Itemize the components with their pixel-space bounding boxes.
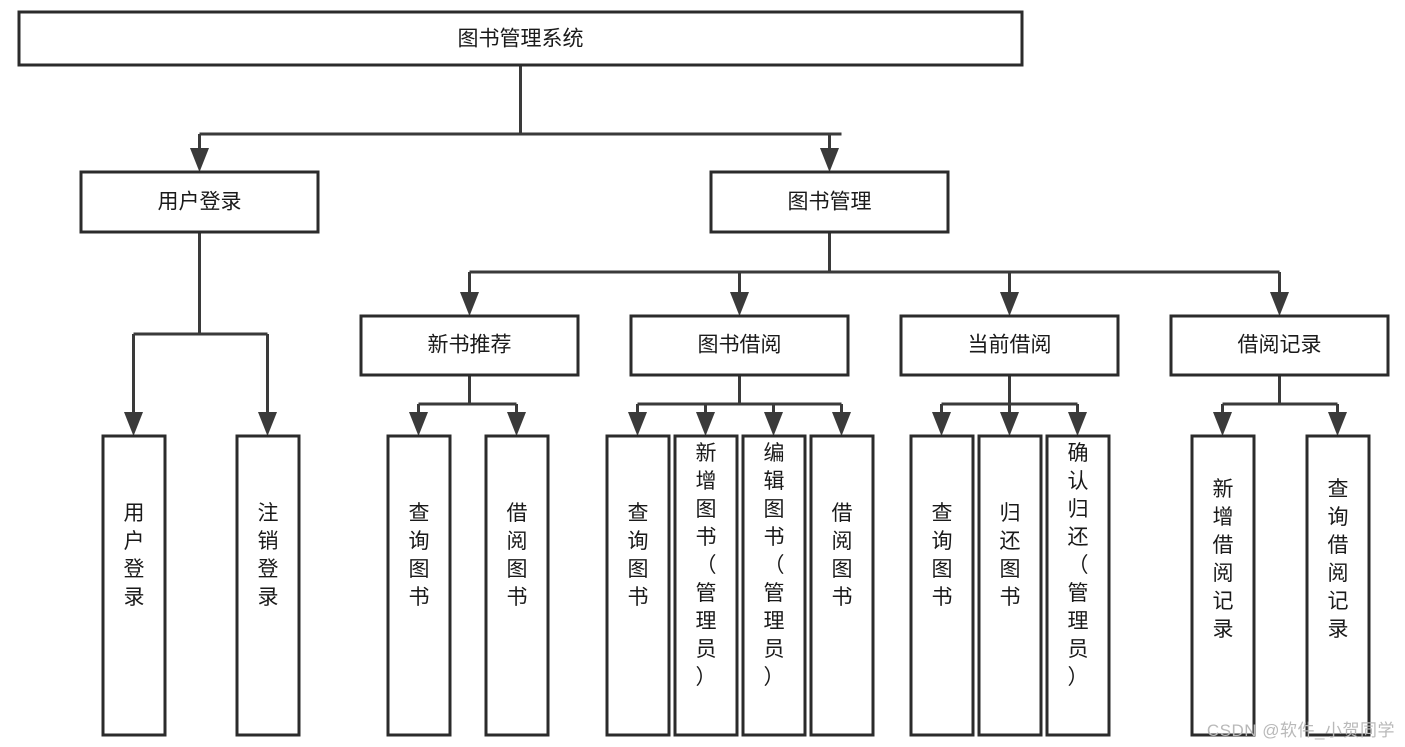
node-current-borrow-label: 当前借阅 — [968, 334, 1052, 357]
leaf-confirm-return-admin[interactable]: 确认归还（管理员） — [1045, 434, 1111, 737]
leaf-logout-box — [235, 434, 301, 737]
leaf-query-book-nb-label: 查询图书 — [409, 502, 430, 609]
arrowhead-cb-leaf-3 — [1068, 412, 1087, 436]
node-user-login[interactable]: 用户登录 — [79, 170, 320, 234]
node-book-management-box — [709, 170, 950, 234]
node-root-system[interactable]: 图书管理系统 — [17, 10, 1024, 67]
leaf-query-book-nb[interactable]: 查询图书 — [386, 434, 452, 737]
arrowhead-book-mgmt — [820, 148, 839, 172]
leaf-add-book-admin-box — [673, 434, 739, 737]
arrowhead-user-login — [190, 148, 209, 172]
leaf-borrow-book-bb-label: 借阅图书 — [832, 502, 853, 609]
leaf-query-book-cb-box — [909, 434, 975, 737]
leaf-user-login-label: 用户登录 — [124, 502, 145, 609]
arrowhead-leaf-logout — [258, 412, 277, 436]
node-root-label: 图书管理系统 — [458, 28, 584, 51]
connector-layer — [124, 65, 1347, 436]
leaf-add-borrow-record-box — [1190, 434, 1256, 737]
leaf-edit-book-admin-box — [741, 434, 807, 737]
leaf-confirm-return-admin-label: 确认归还（管理员） — [1068, 442, 1089, 689]
arrowhead-br-leaf-1 — [1213, 412, 1232, 436]
leaf-query-borrow-record[interactable]: 查询借阅记录 — [1305, 434, 1371, 737]
leaf-add-borrow-record-label: 新增借阅记录 — [1213, 478, 1234, 641]
node-book-management[interactable]: 图书管理 — [709, 170, 950, 234]
arrowhead-new-books — [460, 292, 479, 316]
leaf-query-book-cb-label: 查询图书 — [932, 502, 953, 609]
leaf-logout[interactable]: 注销登录 — [235, 434, 301, 737]
leaf-query-book-bb-box — [605, 434, 671, 737]
arrowhead-current-borrow — [1000, 292, 1019, 316]
node-book-borrow-box — [629, 314, 850, 377]
leaf-edit-book-admin-label: 编辑图书（管理员） — [764, 442, 785, 689]
leaf-borrow-book-nb[interactable]: 借阅图书 — [484, 434, 550, 737]
node-book-borrow-label: 图书借阅 — [698, 334, 782, 357]
node-user-login-box — [79, 170, 320, 234]
leaf-query-book-bb[interactable]: 查询图书 — [605, 434, 671, 737]
leaf-confirm-return-admin-box — [1045, 434, 1111, 737]
leaf-user-login-box — [101, 434, 167, 737]
leaf-return-book-label: 归还图书 — [1000, 502, 1021, 609]
leaf-add-borrow-record[interactable]: 新增借阅记录 — [1190, 434, 1256, 737]
leaf-return-book-box — [977, 434, 1043, 737]
leaf-edit-book-admin[interactable]: 编辑图书（管理员） — [741, 434, 807, 737]
leaf-return-book[interactable]: 归还图书 — [977, 434, 1043, 737]
arrowhead-leaf-user-login — [124, 412, 143, 436]
arrowhead-cb-leaf-2 — [1000, 412, 1019, 436]
node-book-borrow[interactable]: 图书借阅 — [629, 314, 850, 377]
arrowhead-bb-leaf-2 — [696, 412, 715, 436]
arrowhead-borrow-records — [1270, 292, 1289, 316]
leaf-borrow-book-nb-box — [484, 434, 550, 737]
leaf-query-book-nb-box — [386, 434, 452, 737]
arrowhead-book-borrow — [730, 292, 749, 316]
arrowhead-nb-leaf-1 — [409, 412, 428, 436]
node-current-borrow-box — [899, 314, 1120, 377]
leaf-query-borrow-record-box — [1305, 434, 1371, 737]
node-new-book-recommend-box — [359, 314, 580, 377]
leaf-add-book-admin[interactable]: 新增图书（管理员） — [673, 434, 739, 737]
node-borrow-records-box — [1169, 314, 1390, 377]
leaf-borrow-book-bb-box — [809, 434, 875, 737]
node-user-login-label: 用户登录 — [158, 191, 242, 214]
leaf-query-book-bb-label: 查询图书 — [628, 502, 649, 609]
leaf-user-login[interactable]: 用户登录 — [101, 434, 167, 737]
leaf-borrow-book-bb[interactable]: 借阅图书 — [809, 434, 875, 737]
arrowhead-bb-leaf-3 — [764, 412, 783, 436]
arrowhead-br-leaf-2 — [1328, 412, 1347, 436]
arrowhead-cb-leaf-1 — [932, 412, 951, 436]
node-new-book-recommend-label: 新书推荐 — [428, 334, 512, 357]
arrowhead-nb-leaf-2 — [507, 412, 526, 436]
node-current-borrow[interactable]: 当前借阅 — [899, 314, 1120, 377]
node-borrow-records-label: 借阅记录 — [1238, 334, 1322, 357]
leaf-query-borrow-record-label: 查询借阅记录 — [1328, 478, 1349, 641]
leaf-borrow-book-nb-label: 借阅图书 — [507, 502, 528, 609]
node-book-management-label: 图书管理 — [788, 191, 872, 214]
leaf-query-book-cb[interactable]: 查询图书 — [909, 434, 975, 737]
node-root-box — [17, 10, 1024, 67]
node-new-book-recommend[interactable]: 新书推荐 — [359, 314, 580, 377]
node-borrow-records[interactable]: 借阅记录 — [1169, 314, 1390, 377]
leaf-add-book-admin-label: 新增图书（管理员） — [696, 442, 717, 689]
leaf-logout-label: 注销登录 — [258, 502, 279, 609]
arrowhead-bb-leaf-4 — [832, 412, 851, 436]
arrowhead-bb-leaf-1 — [628, 412, 647, 436]
